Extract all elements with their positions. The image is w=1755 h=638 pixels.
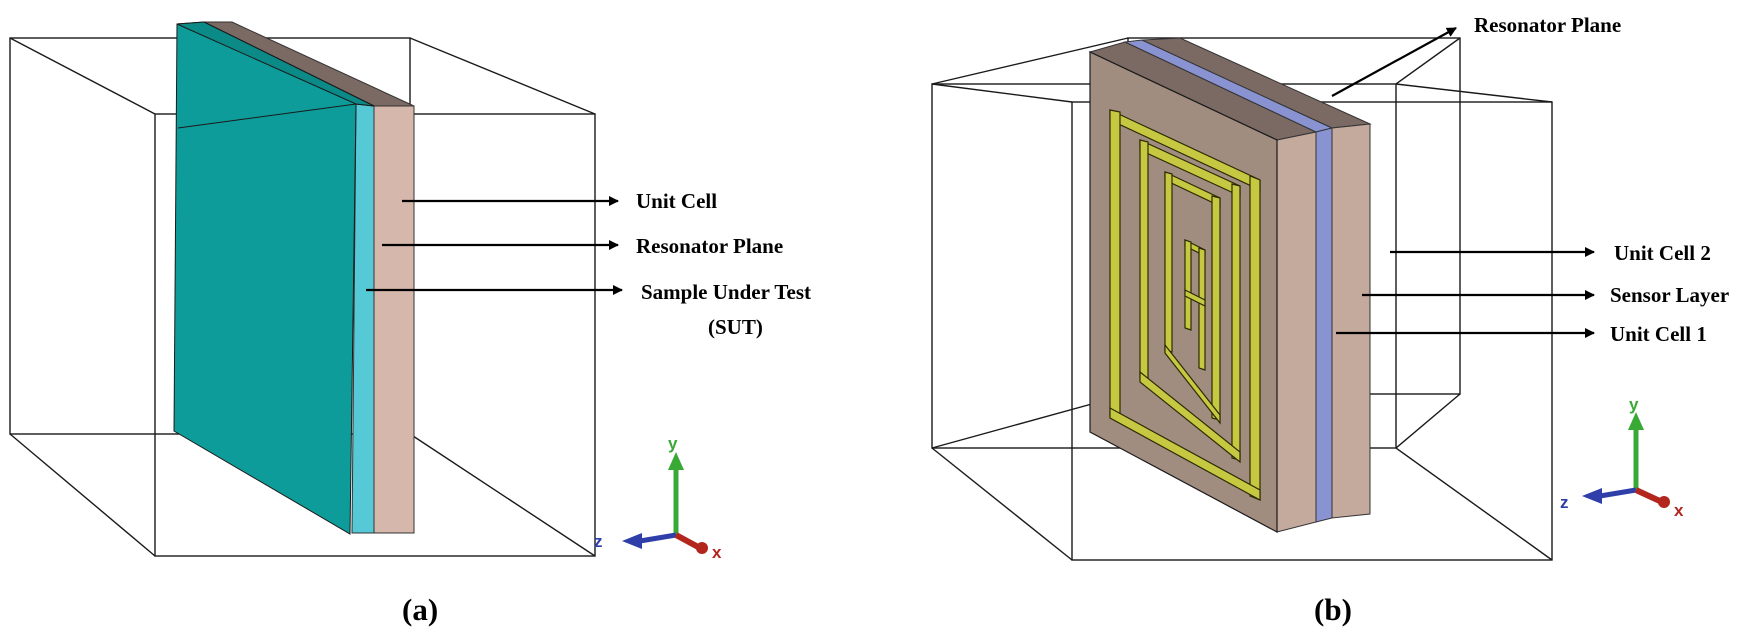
axis-z-label-a: z xyxy=(594,532,603,551)
caption-a: (a) xyxy=(402,592,438,627)
slab-top-b xyxy=(1088,37,1372,141)
unit-cell-1-slab-b xyxy=(1276,131,1317,533)
resonator-pattern-b xyxy=(1109,109,1261,502)
unit-cell-2-slab-b xyxy=(1331,123,1371,519)
caption-b: (b) xyxy=(1314,592,1352,627)
resonator-plane-label-b: Resonator Plane xyxy=(1474,13,1621,37)
sut-abbrev-label-a: (SUT) xyxy=(708,315,763,339)
resonator-plane-pointer-b xyxy=(1331,27,1457,97)
axis-x-label-b: x xyxy=(1674,501,1684,520)
unit-cell-2-label-b: Unit Cell 2 xyxy=(1614,241,1711,265)
axis-x-label-a: x xyxy=(712,543,722,562)
axis-triad-b: y z x xyxy=(1560,395,1684,520)
sut-label-a: Sample Under Test xyxy=(641,280,811,304)
sut-slab-a xyxy=(173,21,375,535)
unit-cell-label-a: Unit Cell xyxy=(636,189,717,213)
panel-a: Unit Cell Resonator Plane Sample Under T… xyxy=(9,21,811,627)
axis-z-label-b: z xyxy=(1560,493,1569,512)
panel-b: Resonator Plane Unit Cell 2 Sensor Layer… xyxy=(931,13,1729,627)
sensor-layer-label-b: Sensor Layer xyxy=(1610,283,1729,307)
sensor-layer-slab-b xyxy=(1315,127,1333,523)
axis-y-label-b: y xyxy=(1629,395,1639,414)
axis-y-label-a: y xyxy=(668,434,678,453)
unit-cell-1-label-b: Unit Cell 1 xyxy=(1610,322,1707,346)
resonator-plane-label-a: Resonator Plane xyxy=(636,234,783,258)
axis-triad-a: y z x xyxy=(594,434,722,562)
